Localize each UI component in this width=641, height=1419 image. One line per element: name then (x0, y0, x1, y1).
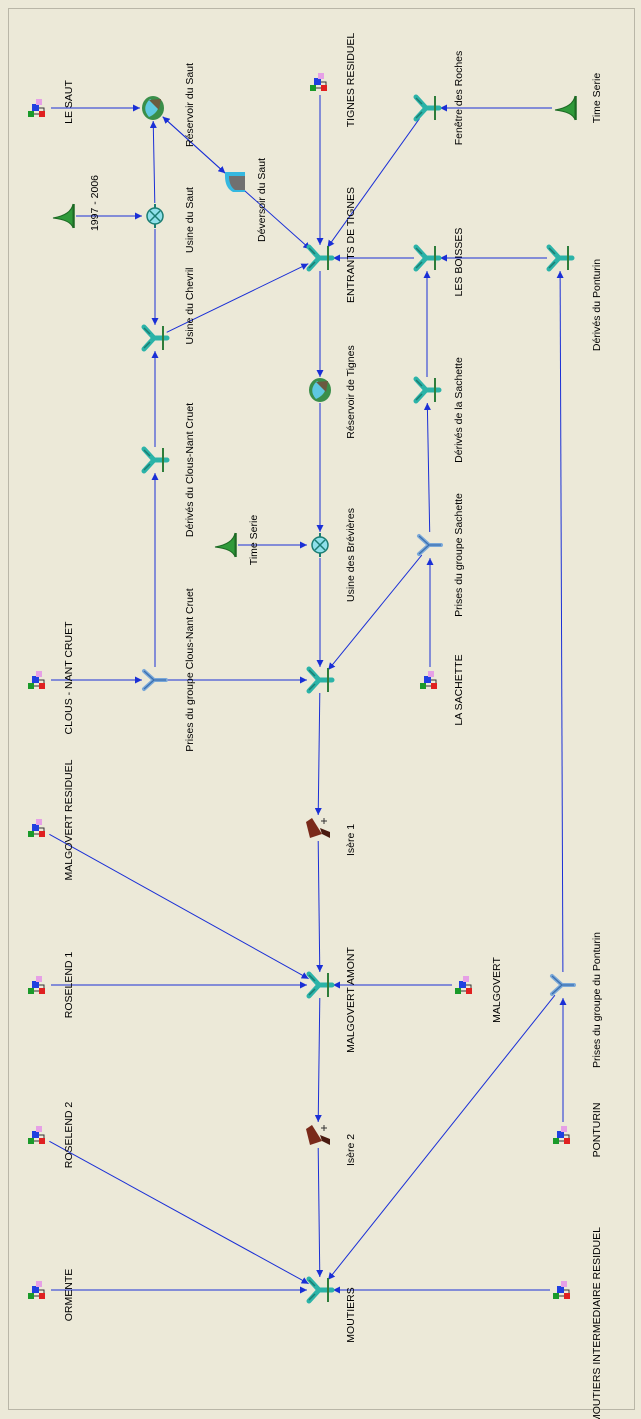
node-label-la-sachette: LA SACHETTE (453, 654, 465, 725)
node-label-ts-9706: 1997 - 2006 (89, 175, 101, 231)
junction-icon[interactable] (306, 971, 335, 999)
junction-icon[interactable] (306, 666, 335, 694)
link-dev_saut-to-entrants (244, 190, 311, 250)
input-node-icon[interactable] (553, 1281, 570, 1299)
link-roselend2-to-moutiers (49, 1140, 309, 1285)
node-label-fenetre: Fenêtre des Roches (453, 51, 465, 146)
node-label-isere2: Isère 2 (345, 1134, 357, 1166)
junction-icon[interactable] (306, 244, 335, 272)
node-label-le-saut: LE SAUT (63, 80, 75, 124)
link-usine_chevril-to-entrants (166, 263, 309, 333)
node-label-malg-amont: MALGOVERT AMONT (345, 947, 357, 1053)
junction-icon[interactable] (141, 446, 170, 474)
node-label-prises-clous: Prises du groupe Clous-Nant Cruet (184, 588, 196, 751)
input-node-icon[interactable] (28, 99, 45, 117)
input-node-icon[interactable] (28, 819, 45, 837)
node-label-ormente: ORMENTE (63, 1269, 75, 1322)
input-node-icon[interactable] (28, 1126, 45, 1144)
node-label-usine-saut: Usine du Saut (184, 187, 196, 253)
node-label-dev-saut: Déversoir du Saut (256, 158, 268, 242)
turbine-icon[interactable] (311, 533, 329, 557)
junction-icon[interactable] (413, 244, 442, 272)
node-label-moutiers: MOUTIERS (345, 1287, 357, 1342)
link-dev_saut-to-res_saut (162, 116, 226, 174)
node-label-malgovert: MALGOVERT (491, 957, 503, 1023)
input-node-icon[interactable] (28, 1281, 45, 1299)
link-isere1-to-malg_amont (316, 840, 324, 973)
input-node-icon[interactable] (553, 1126, 570, 1144)
junction-icon[interactable] (546, 244, 575, 272)
node-label-roselend1: ROSELEND 1 (63, 952, 75, 1019)
node-label-usine-chevril: Usine du Chevril (184, 267, 196, 344)
node-label-les-boisses: LES BOISSES (453, 228, 465, 297)
links-layer (49, 95, 567, 1294)
junction-icon[interactable] (413, 94, 442, 122)
node-label-ts-brev: Time Serie (248, 515, 260, 566)
gauge-icon[interactable] (306, 818, 330, 838)
node-label-derives-ponturin: Dérivés du Ponturin (591, 259, 603, 351)
node-label-isere1: Isère 1 (345, 824, 357, 856)
reservoir-icon[interactable] (142, 96, 164, 120)
node-label-res-saut: Réservoir du Saut (184, 63, 196, 147)
input-node-icon[interactable] (310, 73, 327, 91)
input-node-icon[interactable] (28, 976, 45, 994)
node-label-prises-sachette: Prises du groupe Sachette (453, 493, 465, 617)
node-label-roselend2: ROSELEND 2 (63, 1102, 75, 1169)
node-label-derives-clous: Dérivés du Clous-Nant Cruet (184, 403, 196, 537)
node-label-prises-ponturin: Prises du groupe du Ponturin (591, 932, 603, 1068)
node-label-clous: CLOUS - NANT CRUET (63, 621, 75, 735)
link-malg_res-to-malg_amont (49, 833, 309, 980)
junction-icon[interactable] (306, 1276, 335, 1304)
link-isere2-to-moutiers (316, 1147, 324, 1278)
node-label-entrants: ENTRANTS DE TIGNES (345, 187, 357, 303)
input-node-icon[interactable] (28, 671, 45, 689)
node-label-derives-sachette: Dérivés de la Sachette (453, 357, 465, 463)
input-node-icon[interactable] (455, 976, 472, 994)
node-label-malg-res: MALGOVERT RESIDUEL (63, 759, 75, 880)
node-label-moutiers-res: MOUTIERS INTERMEDIAIRE RESIDUEL (591, 1227, 603, 1419)
time-series-icon[interactable] (214, 532, 237, 558)
link-prises_sachette-to-derives_sachette (423, 402, 431, 533)
node-label-ts-roches: Time Serie (591, 73, 603, 124)
input-node-icon[interactable] (420, 671, 437, 689)
link-junc_mid-to-isere1 (314, 692, 322, 816)
reservoir-icon[interactable] (309, 378, 331, 402)
time-series-icon[interactable] (554, 95, 577, 121)
gauge-icon[interactable] (306, 1125, 330, 1145)
link-usine_saut-to-res_saut (149, 120, 157, 204)
junction-icon[interactable] (141, 324, 170, 352)
node-label-ponturin: PONTURIN (591, 1103, 603, 1158)
link-malg_amont-to-isere2 (314, 997, 322, 1123)
spillway-icon[interactable] (225, 172, 245, 192)
time-series-icon[interactable] (52, 203, 75, 229)
link-fenetre-to-entrants (327, 118, 420, 248)
link-prises_sachette-to-junc_mid (327, 554, 423, 671)
link-prises_ponturin-to-derives_ponturin (556, 270, 564, 973)
node-label-tignes-res: TIGNES RESIDUEL (345, 33, 357, 128)
intake-icon[interactable] (550, 974, 576, 996)
junction-icon[interactable] (413, 376, 442, 404)
node-label-res-tignes: Réservoir de Tignes (345, 345, 357, 438)
turbine-icon[interactable] (146, 204, 164, 228)
intake-icon[interactable] (142, 669, 168, 691)
intake-icon[interactable] (417, 534, 443, 556)
node-label-usine-brev: Usine des Brévières (345, 508, 357, 602)
link-prises_ponturin-to-moutiers (327, 994, 556, 1281)
